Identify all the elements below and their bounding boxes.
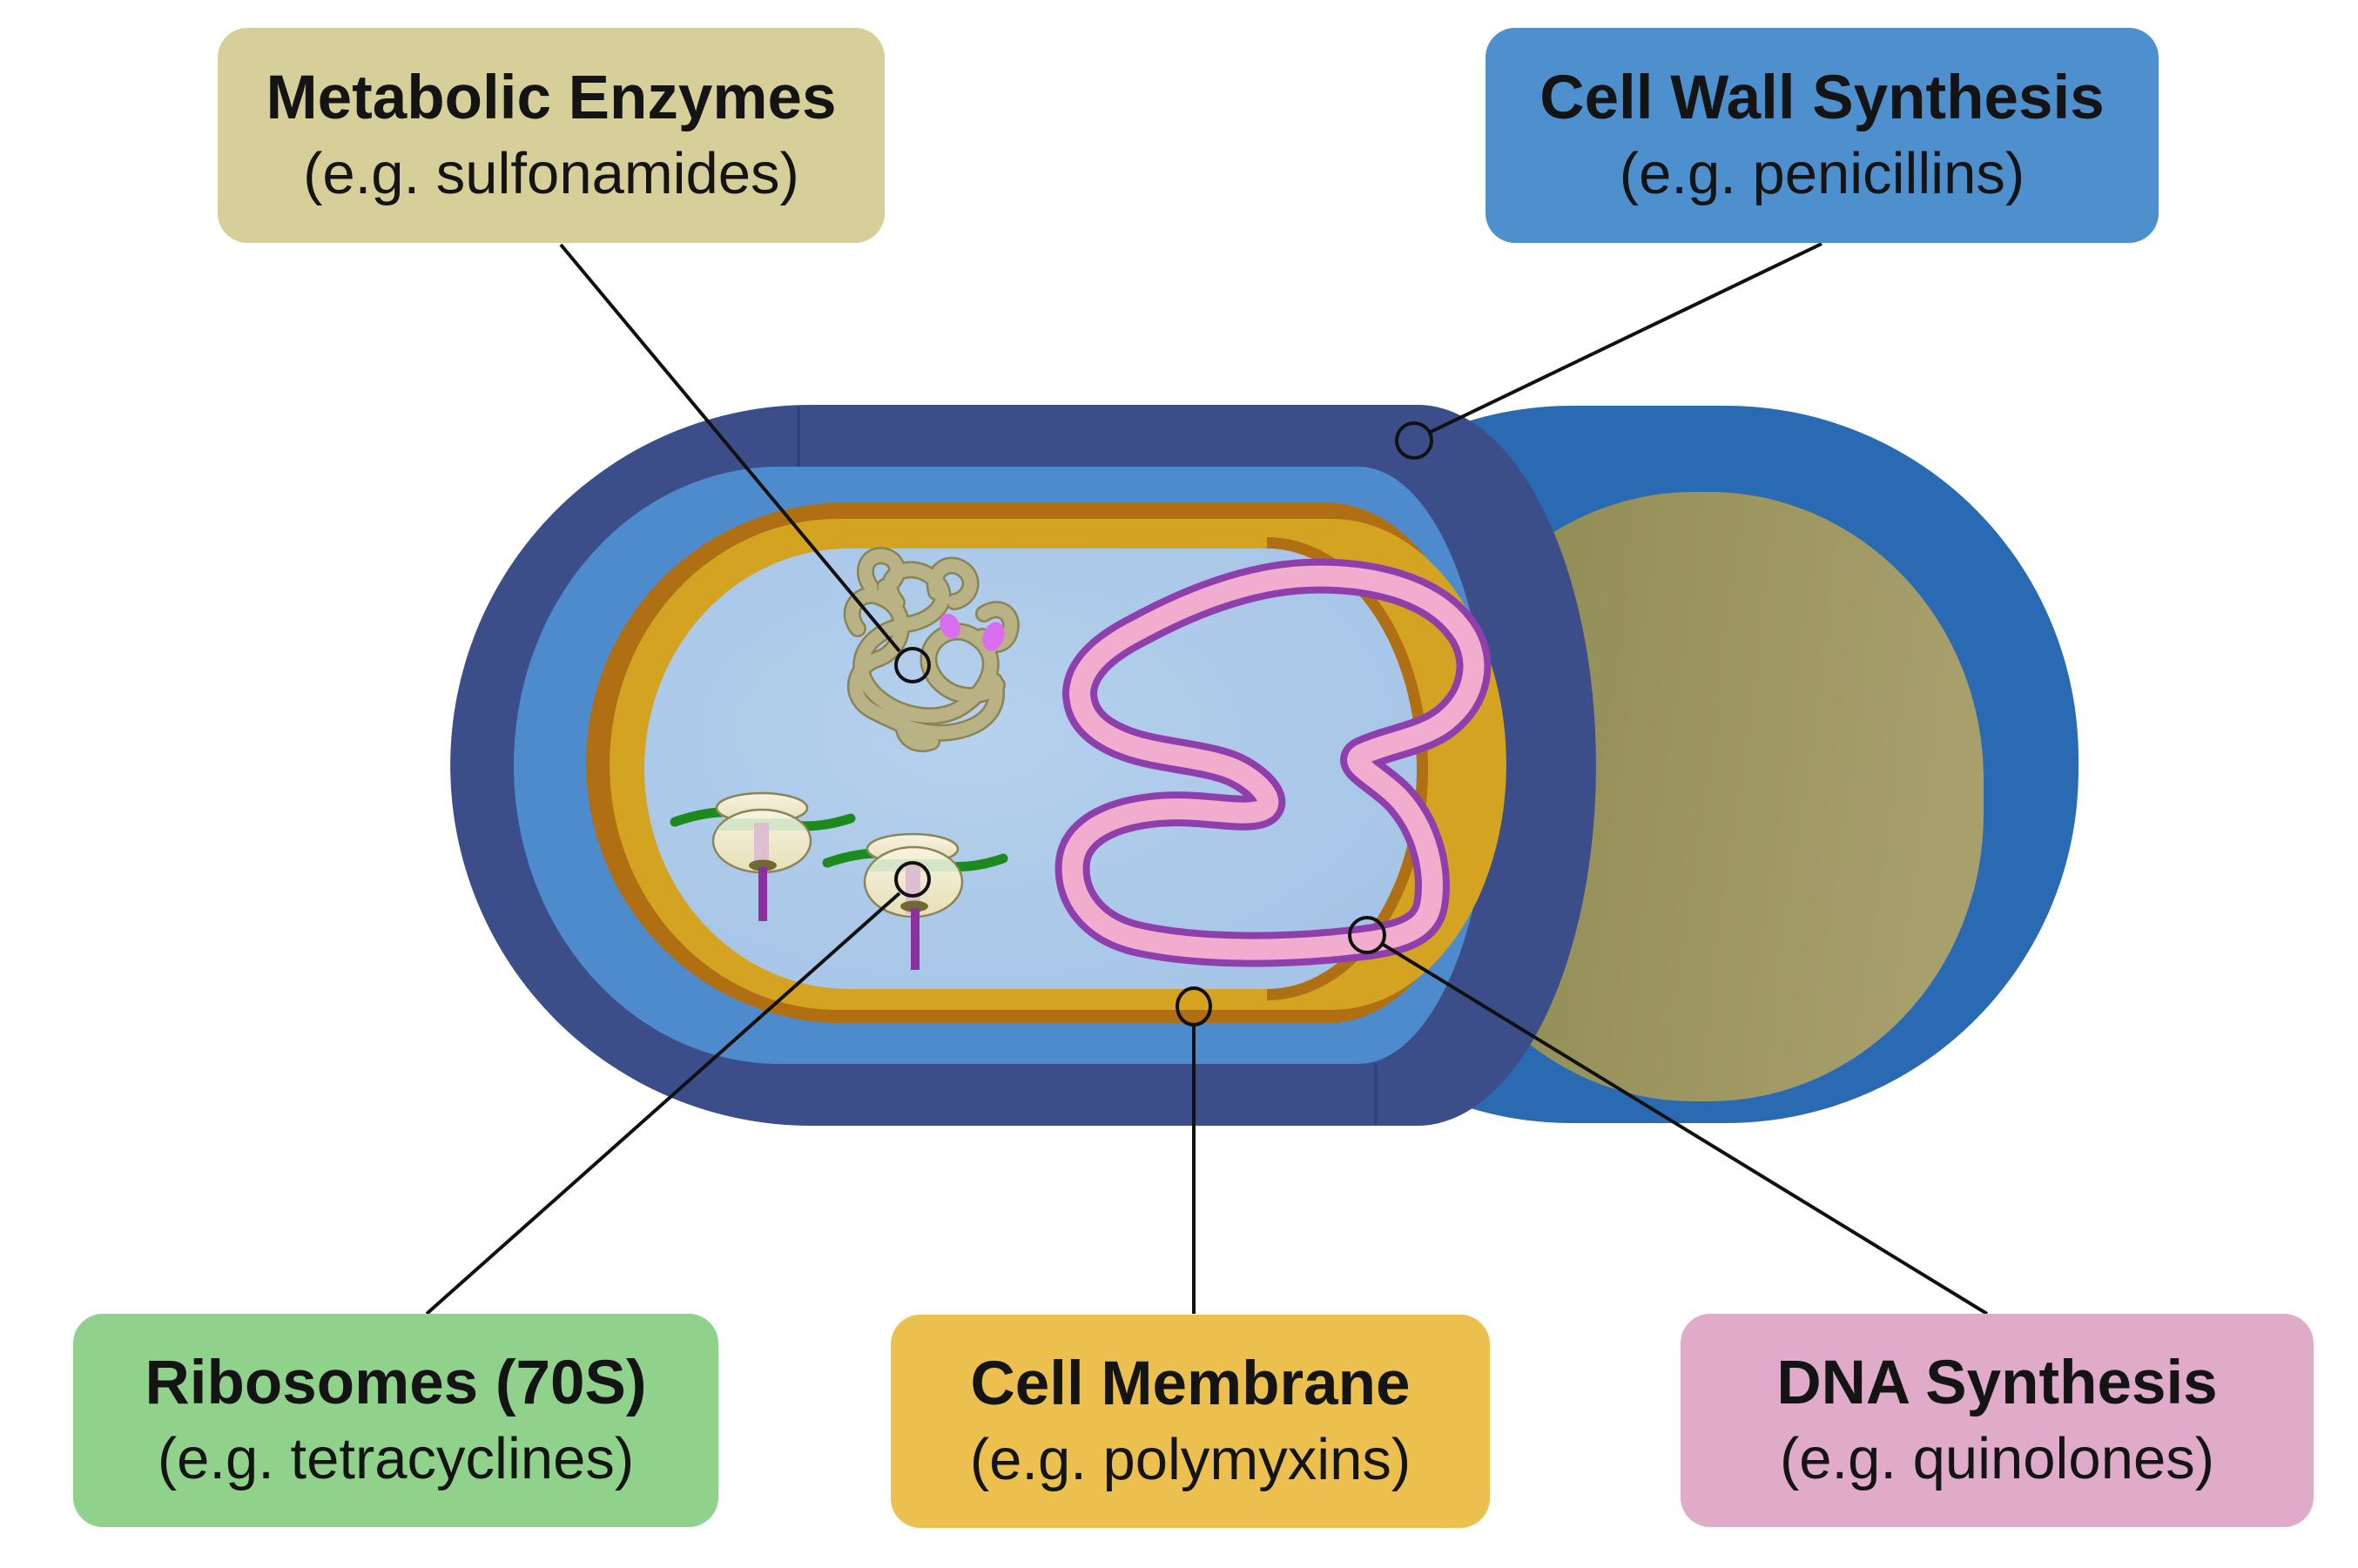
ribosome-1 xyxy=(670,791,856,921)
annotation-circle-cell-wall xyxy=(1395,421,1433,460)
annotation-circle-metabolic-enzymes xyxy=(894,647,931,683)
label-title: DNA Synthesis xyxy=(1776,1349,2218,1418)
label-title: Ribosomes (70S) xyxy=(145,1349,647,1418)
enzyme-tip-magenta xyxy=(940,613,960,639)
ribosome-exit-pore xyxy=(749,859,777,871)
ribosome-2 xyxy=(822,832,1008,970)
label-subtitle: (e.g. tetracyclines) xyxy=(157,1425,635,1491)
label-cell-wall-synthesis: Cell Wall Synthesis (e.g. penicillins) xyxy=(1486,28,2159,243)
label-subtitle: (e.g. quinolones) xyxy=(1779,1425,2215,1491)
label-title: Cell Membrane xyxy=(970,1349,1411,1419)
annotation-circle-ribosomes xyxy=(894,861,931,898)
annotation-circle-cell-membrane xyxy=(1176,986,1212,1026)
label-cell-membrane: Cell Membrane (e.g. polymyxins) xyxy=(891,1315,1490,1528)
connector-dna xyxy=(1380,942,1989,1316)
label-title: Metabolic Enzymes xyxy=(266,64,837,133)
label-ribosomes-70s: Ribosomes (70S) (e.g. tetracyclines) xyxy=(73,1314,718,1527)
label-subtitle: (e.g. polymyxins) xyxy=(969,1426,1411,1492)
connector-metabolic-enzymes xyxy=(559,243,901,653)
label-subtitle: (e.g. sulfonamides) xyxy=(303,140,799,206)
ribosome-exit-pore xyxy=(900,900,928,912)
label-subtitle: (e.g. penicillins) xyxy=(1619,140,2025,206)
label-metabolic-enzymes: Metabolic Enzymes (e.g. sulfonamides) xyxy=(218,28,885,243)
dna-nucleoid-loop xyxy=(1054,558,1492,967)
enzyme-tip-magenta xyxy=(982,622,1005,651)
connector-cell-wall xyxy=(1428,242,1822,434)
label-title: Cell Wall Synthesis xyxy=(1539,64,2105,133)
connector-ribosomes xyxy=(425,892,901,1316)
label-dna-synthesis: DNA Synthesis (e.g. quinolones) xyxy=(1681,1314,2314,1527)
cytoplasm xyxy=(644,548,1417,989)
annotation-circle-dna xyxy=(1348,916,1386,954)
